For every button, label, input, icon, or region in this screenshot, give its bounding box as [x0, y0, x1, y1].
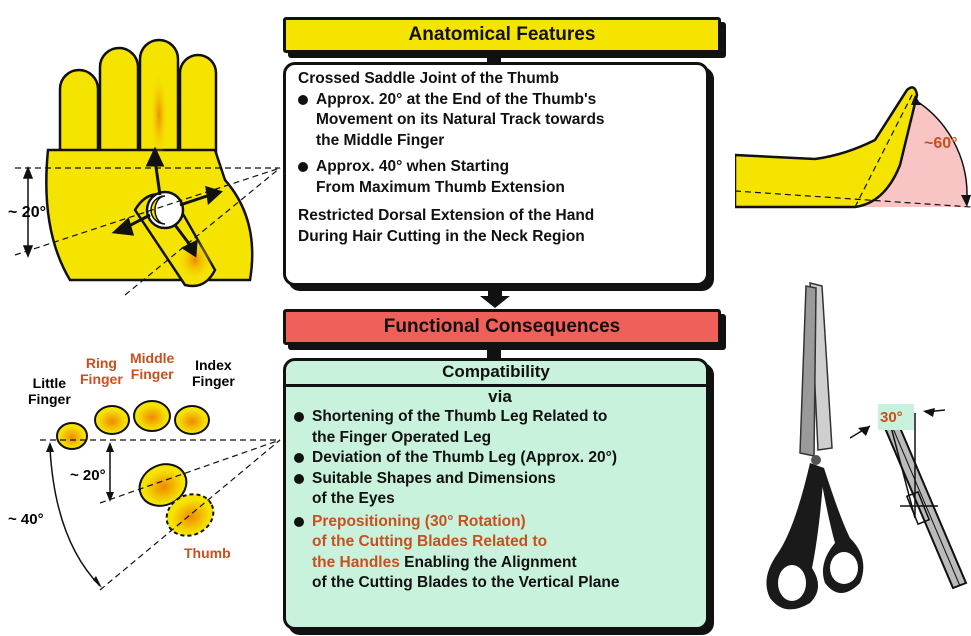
finger-label-middle: Middle Finger [130, 350, 174, 382]
finger-label-ring-line-1: Ring [80, 355, 123, 371]
functional-consequences-title: Functional Consequences [384, 316, 620, 337]
blade-angle-label: 30° [880, 410, 903, 426]
finger-label-little: Little Finger [28, 375, 71, 407]
finger-label-little-line-2: Finger [28, 391, 71, 407]
compatibility-via: via [294, 387, 706, 407]
finger-eyes-diagram [0, 390, 290, 605]
compat-bullet-1-line-1: Shortening of the Thumb Leg Related to [312, 407, 607, 428]
compat-bullet-3: Suitable Shapes and Dimensions of the Ey… [294, 469, 706, 510]
eye-angle-40: ~ 40° [8, 512, 44, 528]
features-bullet-1: Approx. 20° at the End of the Thumb's Mo… [298, 90, 706, 152]
compat-bullet-2-line-1: Deviation of the Thumb Leg (Approx. 20°) [312, 448, 617, 469]
finger-label-thumb: Thumb [184, 545, 231, 561]
hand-illustration [0, 0, 290, 300]
compat-bullet-2: Deviation of the Thumb Leg (Approx. 20°) [294, 448, 706, 469]
features-note-line-1: Restricted Dorsal Extension of the Hand [298, 206, 706, 227]
compat-bullet-4-rest: Enabling the Alignment [400, 554, 577, 571]
finger-label-index-line-1: Index [192, 357, 235, 373]
features-bullet-1-line-2: Movement on its Natural Track towards [316, 110, 605, 131]
scissors-illustration [740, 278, 971, 630]
finger-label-little-line-1: Little [28, 375, 71, 391]
eye-angle-20: ~ 20° [70, 468, 106, 484]
bullet-dot [298, 95, 308, 105]
compat-bullet-3-line-1: Suitable Shapes and Dimensions [312, 469, 556, 490]
wrist-angle-text: ~60° [924, 135, 958, 152]
features-note: Restricted Dorsal Extension of the Hand … [298, 206, 706, 247]
compat-bullet-4: Prepositioning (30° Rotation) of the Cut… [294, 512, 706, 594]
features-bullet-2-line-1: Approx. 40° when Starting [316, 157, 565, 178]
finger-label-ring: Ring Finger [80, 355, 123, 387]
wrist-angle-label: ~60° [924, 136, 958, 152]
hand-angle-text: ~ 20° [8, 204, 46, 221]
features-bullet-1-line-1: Approx. 20° at the End of the Thumb's [316, 90, 605, 111]
features-bullet-2: Approx. 40° when Starting From Maximum T… [298, 157, 706, 198]
features-title: Crossed Saddle Joint of the Thumb [298, 69, 706, 90]
features-bullet-2-line-2: From Maximum Thumb Extension [316, 178, 565, 199]
anatomical-features-title: Anatomical Features [409, 24, 596, 45]
functional-consequences-header: Functional Consequences [283, 309, 721, 345]
bullet-dot [294, 412, 304, 422]
finger-label-ring-line-2: Finger [80, 371, 123, 387]
finger-label-middle-line-2: Finger [130, 366, 174, 382]
down-arrow [478, 288, 512, 310]
finger-label-index: Index Finger [192, 357, 235, 389]
compatibility-body: via Shortening of the Thumb Leg Related … [286, 387, 706, 594]
features-bullet-1-line-3: the Middle Finger [316, 131, 605, 152]
compat-bullet-3-line-2: of the Eyes [312, 489, 556, 510]
bullet-dot [294, 517, 304, 527]
compat-bullet-4-line-2: of the Cutting Blades Related to [312, 532, 619, 553]
bullet-dot [294, 474, 304, 484]
compatibility-title: Compatibility [286, 361, 706, 387]
compat-bullet-1: Shortening of the Thumb Leg Related to t… [294, 407, 706, 448]
features-note-line-2: During Hair Cutting in the Neck Region [298, 227, 706, 248]
compat-bullet-1-line-2: the Finger Operated Leg [312, 428, 607, 449]
finger-label-index-line-2: Finger [192, 373, 235, 389]
wrist-illustration [735, 85, 971, 225]
compat-bullet-4-line-4: of the Cutting Blades to the Vertical Pl… [312, 573, 619, 594]
bullet-dot [298, 162, 308, 172]
compat-bullet-4-line-3: the Handles Enabling the Alignment [312, 553, 619, 574]
compat-bullet-4-red: the Handles [312, 554, 400, 571]
anatomical-features-header: Anatomical Features [283, 17, 721, 53]
finger-label-middle-line-1: Middle [130, 350, 174, 366]
hand-angle-label: ~ 20° [8, 205, 46, 221]
features-panel: Crossed Saddle Joint of the Thumb Approx… [283, 62, 709, 286]
bullet-dot [294, 453, 304, 463]
compat-bullet-4-line-1: Prepositioning (30° Rotation) [312, 512, 619, 533]
compatibility-panel: Compatibility via Shortening of the Thum… [283, 358, 709, 630]
